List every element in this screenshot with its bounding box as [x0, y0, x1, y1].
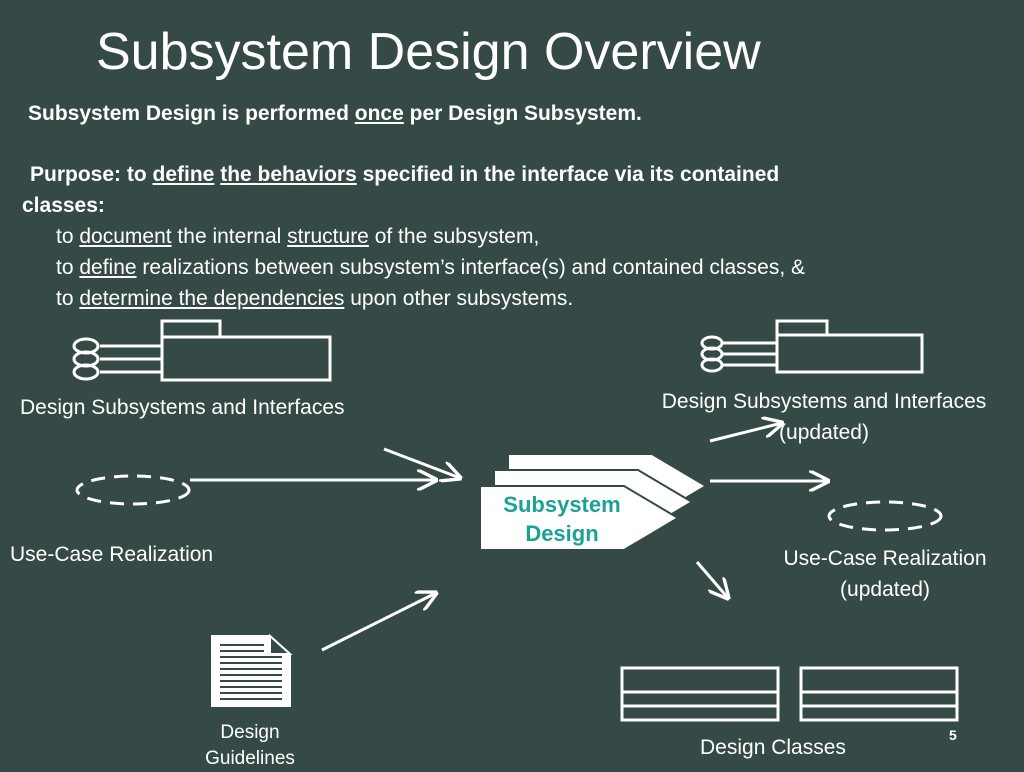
output-subsystems-line2: (updated): [779, 421, 869, 444]
purpose-line: Purpose: to define the behaviors specifi…: [30, 163, 779, 187]
purpose-lead: Purpose: to: [30, 163, 153, 186]
input-guidelines-label: Design Guidelines: [190, 720, 310, 772]
bullet-0-pre: to: [56, 225, 80, 248]
class-icon-1: [620, 666, 780, 722]
output-usecase-line1: Use-Case Realization: [783, 547, 987, 570]
intro-pre: Subsystem Design is performed: [28, 102, 355, 125]
output-subsystems-line1: Design Subsystems and Interfaces: [661, 390, 987, 413]
bullet-define: to define realizations between subsystem…: [56, 256, 805, 280]
bullet-0-mid: the internal: [171, 225, 288, 248]
bullet-2-pre: to: [56, 287, 80, 310]
slide-title: Subsystem Design Overview: [96, 23, 761, 81]
text-block: Subsystem Design is performed once per D…: [0, 0, 1024, 320]
bullet-2-key: determine the dependencies: [79, 287, 345, 310]
output-usecase-line2: (updated): [840, 578, 930, 601]
bullet-1-pre: to: [56, 256, 80, 279]
input-subsystems-label: Design Subsystems and Interfaces: [20, 396, 345, 419]
purpose-define: define: [152, 163, 215, 186]
document-icon: [211, 633, 293, 707]
output-subsystems-label: Design Subsystems and Interfaces (update…: [626, 386, 1022, 448]
use-case-ellipse-output: [827, 500, 943, 532]
intro-once: once: [354, 102, 404, 125]
arrow-guidelines-in: [321, 593, 436, 652]
arrows: [190, 423, 828, 652]
purpose-continuation: classes:: [22, 194, 105, 217]
bullet-0-key: document: [79, 225, 172, 248]
subsystem-interface-icon-input: [72, 319, 332, 382]
bullet-dependencies: to determine the dependencies upon other…: [56, 287, 573, 311]
class-icon-2: [799, 666, 959, 722]
activity-label-line1: Subsystem: [503, 492, 621, 517]
bullet-1-post: realizations between subsystem’s interfa…: [136, 256, 806, 279]
bullet-1-key: define: [79, 256, 137, 279]
activity-label: Subsystem Design: [480, 490, 644, 548]
subsystem-interface-icon-output: [700, 319, 924, 374]
arrow-subsystems-out: [709, 423, 782, 443]
page-number: 5: [949, 727, 957, 743]
intro-line: Subsystem Design is performed once per D…: [28, 102, 642, 126]
arrow-classes-out: [695, 561, 728, 598]
activity-label-line2: Design: [525, 521, 599, 546]
use-case-ellipse-input: [75, 474, 191, 506]
purpose-rest: specified in the interface via its conta…: [356, 163, 780, 186]
output-classes-label: Design Classes: [700, 736, 846, 759]
bullet-document: to document the internal structure of th…: [56, 225, 539, 249]
arrow-subsystems-in: [383, 447, 460, 478]
guidelines-line1: Design: [220, 722, 280, 743]
purpose-behaviors: the behaviors: [220, 163, 357, 186]
intro-post: per Design Subsystem.: [403, 102, 642, 125]
bullet-0-key2: structure: [287, 225, 369, 248]
output-usecase-label: Use-Case Realization (updated): [760, 543, 1010, 605]
bullet-2-post: upon other subsystems.: [344, 287, 574, 310]
activity-icon: [479, 453, 708, 551]
input-usecase-label: Use-Case Realization: [10, 543, 214, 566]
bullet-0-post: of the subsystem,: [368, 225, 540, 248]
guidelines-line2: Guidelines: [205, 748, 295, 769]
